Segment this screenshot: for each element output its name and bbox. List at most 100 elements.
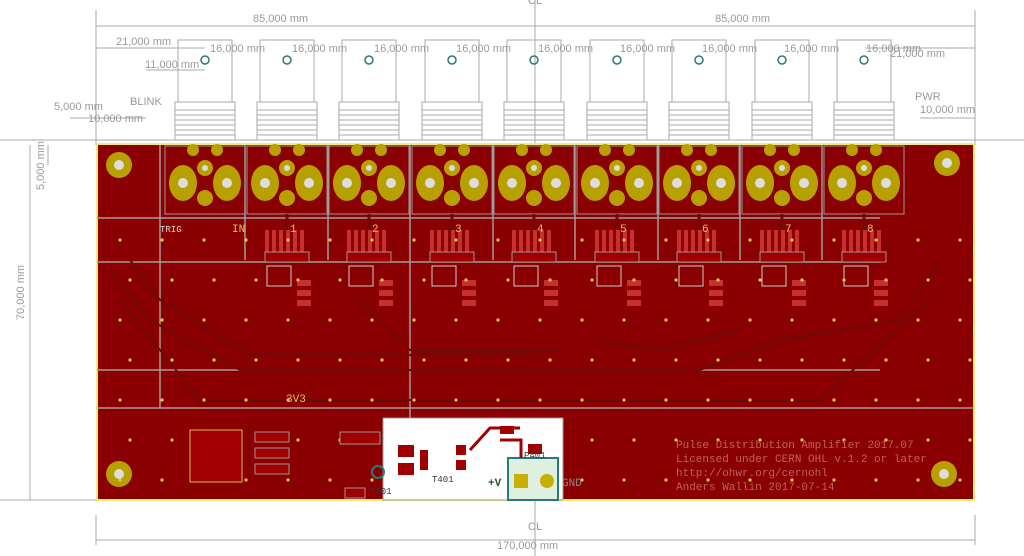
via [538, 398, 542, 402]
via [496, 238, 500, 242]
via [842, 278, 846, 282]
via [958, 398, 962, 402]
via [128, 438, 132, 442]
label-blink: BLINK [130, 96, 162, 108]
info-line-3: http://ohwr.org/cernohl [676, 468, 828, 480]
via [884, 438, 888, 442]
via [296, 438, 300, 442]
spacing-label: 16,000 mm [292, 43, 347, 55]
connector-footprint [576, 144, 658, 215]
via [800, 278, 804, 282]
channel-number: 2 [372, 224, 379, 236]
via [716, 438, 720, 442]
channel-number: 8 [867, 224, 874, 236]
dim-11: 11,000 mm [145, 59, 199, 71]
via [590, 438, 594, 442]
via [118, 398, 122, 402]
spacing-label: 16,000 mm [374, 43, 429, 55]
dim-21-left: 21,000 mm [116, 36, 171, 48]
via [548, 358, 552, 362]
via [212, 358, 216, 362]
via [254, 278, 258, 282]
channel-number: 7 [785, 224, 792, 236]
via [380, 278, 384, 282]
via [464, 278, 468, 282]
dim-10-left: 10,000 mm [88, 113, 143, 125]
via [926, 358, 930, 362]
via [842, 438, 846, 442]
via [674, 438, 678, 442]
via [884, 358, 888, 362]
via [170, 278, 174, 282]
via [254, 358, 258, 362]
via [968, 358, 972, 362]
channel-number: 5 [620, 224, 627, 236]
via [874, 398, 878, 402]
dim-top-left: 85,000 mm [253, 13, 308, 25]
silkscreen-text: 85,000 mm 85,000 mm CL 21,000 mm 21,000 … [15, 0, 975, 552]
via [926, 438, 930, 442]
channel-amplifier [594, 214, 641, 306]
via [632, 278, 636, 282]
via [706, 318, 710, 322]
via [580, 238, 584, 242]
via [968, 278, 972, 282]
info-line-2: Licensed under CERN OHL v.1.2 or later [676, 454, 927, 466]
via [380, 358, 384, 362]
via [506, 278, 510, 282]
label-f401: F401 [370, 487, 392, 497]
via [958, 238, 962, 242]
via [128, 278, 132, 282]
connector-footprint [741, 144, 823, 215]
via [884, 278, 888, 282]
via [244, 318, 248, 322]
via [538, 318, 542, 322]
via [790, 398, 794, 402]
via [160, 238, 164, 242]
via [160, 478, 164, 482]
via [590, 358, 594, 362]
via [926, 278, 930, 282]
via [118, 318, 122, 322]
channel-amplifier [511, 214, 558, 306]
via [286, 238, 290, 242]
via [874, 478, 878, 482]
via [968, 438, 972, 442]
via [790, 318, 794, 322]
via [758, 438, 762, 442]
via [716, 358, 720, 362]
via [916, 398, 920, 402]
via [412, 398, 416, 402]
via [622, 478, 626, 482]
connector-footprint [246, 144, 328, 215]
label-t401: T401 [432, 475, 454, 485]
via [958, 478, 962, 482]
via [128, 358, 132, 362]
label-in: IN [232, 224, 245, 236]
dim-70-vertical: 70,000 mm [15, 265, 27, 320]
via [412, 318, 416, 322]
cl-bottom: CL [528, 521, 542, 533]
via [706, 478, 710, 482]
mounting-holes [106, 150, 960, 487]
label-pwr: PWR [915, 91, 941, 103]
via [296, 278, 300, 282]
channel-amplifier [429, 214, 476, 306]
via [506, 358, 510, 362]
via [370, 398, 374, 402]
bnc-connector [586, 39, 648, 141]
label-3v3: 3V3 [286, 394, 306, 406]
via [800, 358, 804, 362]
via [538, 238, 542, 242]
connector-footprint [658, 144, 740, 215]
spacing-label: 16,000 mm [702, 43, 757, 55]
dim-top-right: 85,000 mm [715, 13, 770, 25]
via [412, 238, 416, 242]
via [496, 398, 500, 402]
via [664, 318, 668, 322]
power-input-parts [371, 426, 559, 501]
via [758, 278, 762, 282]
